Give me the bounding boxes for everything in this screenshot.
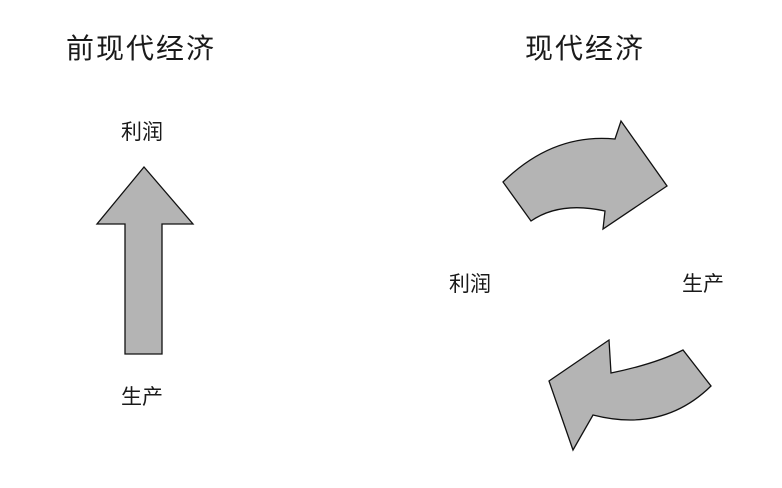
up-arrow-icon	[95, 165, 195, 355]
curved-arrow-left-icon	[548, 338, 712, 452]
curved-arrow-right-icon	[502, 119, 668, 231]
premodern-profit-label: 利润	[121, 120, 163, 144]
modern-production-label: 生产	[682, 272, 724, 296]
modern-profit-label: 利润	[449, 272, 491, 296]
premodern-economy-title: 前现代经济	[66, 32, 217, 65]
premodern-production-label: 生产	[121, 385, 163, 409]
modern-economy-title: 现代经济	[525, 32, 646, 65]
